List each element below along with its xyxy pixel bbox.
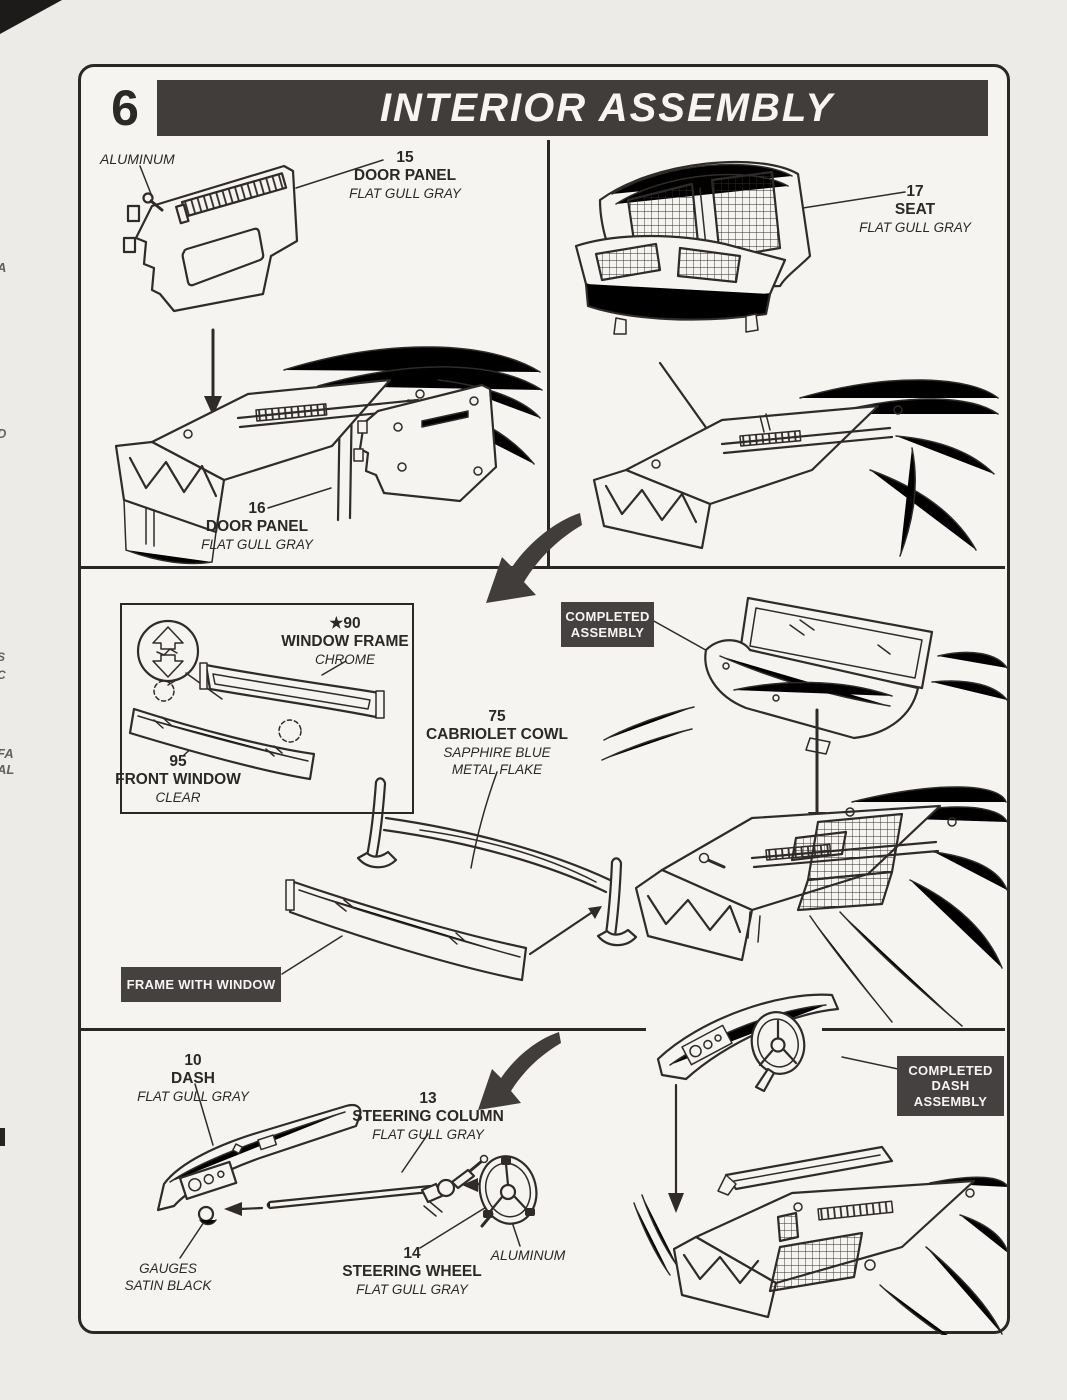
part-finish: FLAT GULL GRAY bbox=[349, 186, 461, 201]
divider-horizontal-2b bbox=[822, 1028, 1005, 1031]
part-name: DOOR PANEL bbox=[353, 167, 457, 184]
part-number: ★90 bbox=[329, 615, 361, 632]
part-finish: SAPPHIRE BLUE bbox=[443, 745, 551, 760]
frame-with-window-badge: FRAME WITH WINDOW bbox=[121, 967, 281, 1002]
left-arrow bbox=[224, 1202, 264, 1216]
seat-diagram bbox=[574, 160, 999, 557]
seat-drawing bbox=[574, 160, 812, 335]
door-panel-16-drawing bbox=[353, 383, 498, 503]
door-panels-diagram bbox=[114, 159, 543, 565]
divider-vertical bbox=[547, 140, 550, 568]
gauges-label: GAUGES SATIN BLACK bbox=[98, 1260, 238, 1294]
divider-horizontal-1 bbox=[81, 566, 1005, 569]
front-window-drawing bbox=[128, 707, 316, 781]
dash-with-wheel-drawing bbox=[656, 993, 840, 1093]
dash-assembly-diagram bbox=[156, 1083, 538, 1259]
door-panel-15-drawing bbox=[122, 164, 299, 313]
window-frame-diagram bbox=[128, 619, 385, 781]
part-number: 10 bbox=[184, 1052, 202, 1069]
part-finish: FLAT GULL GRAY bbox=[201, 537, 313, 552]
cowl-frame-drawing bbox=[356, 777, 638, 947]
step-title: INTERIOR ASSEMBLY bbox=[379, 85, 835, 130]
badge-line: ASSEMBLY bbox=[913, 1093, 988, 1109]
cement-spot bbox=[278, 719, 302, 743]
frame-window-assembly-diagram bbox=[281, 771, 638, 982]
divider-horizontal-2a bbox=[81, 1028, 646, 1031]
completed-assembly-badge: COMPLETED ASSEMBLY bbox=[561, 602, 654, 647]
part-label-14: 14 STEERING WHEEL FLAT GULL GRAY bbox=[322, 1245, 502, 1298]
gauge-knob bbox=[197, 1205, 215, 1223]
completed-dash-diagram bbox=[633, 993, 1009, 1335]
front-window-drawing bbox=[285, 879, 528, 982]
part-name: STEERING WHEEL bbox=[342, 1263, 482, 1280]
part-finish: FLAT GULL GRAY bbox=[137, 1089, 249, 1104]
part-number: 13 bbox=[419, 1090, 437, 1107]
part-label-10: 10 DASH FLAT GULL GRAY bbox=[113, 1052, 273, 1105]
part-number: 16 bbox=[248, 500, 266, 517]
part-label-17: 17 SEAT FLAT GULL GRAY bbox=[835, 183, 995, 236]
part-label-15: 15 DOOR PANEL FLAT GULL GRAY bbox=[325, 149, 485, 202]
part-label-13: 13 STEERING COLUMN FLAT GULL GRAY bbox=[338, 1090, 518, 1143]
part-finish: FLAT GULL GRAY bbox=[356, 1282, 468, 1297]
part-name: CABRIOLET COWL bbox=[425, 726, 569, 743]
scan-corner-mark bbox=[0, 0, 62, 34]
badge-line: ASSEMBLY bbox=[570, 624, 645, 640]
badge-line: COMPLETED bbox=[908, 1062, 993, 1078]
press-fit-icon bbox=[136, 619, 200, 683]
interior-tub-drawing bbox=[633, 1145, 1009, 1335]
interior-tub-drawing bbox=[592, 379, 999, 557]
scan-edge-fragment: C bbox=[0, 668, 6, 682]
gauges-line2: SATIN BLACK bbox=[124, 1278, 212, 1293]
cabriolet-cowl-drawing bbox=[704, 596, 934, 755]
part-label-95: 95 FRONT WINDOW CLEAR bbox=[108, 753, 248, 806]
flow-arrow-1 bbox=[486, 513, 582, 603]
window-frame-drawing bbox=[199, 662, 385, 719]
scan-edge-fragment: AL bbox=[0, 762, 15, 777]
interior-tub-with-seat-drawing bbox=[634, 786, 1008, 1027]
steering-wheel-drawing bbox=[478, 1155, 538, 1228]
insert-arrow bbox=[528, 906, 602, 956]
steering-column-drawing bbox=[266, 1154, 489, 1217]
part-name: SEAT bbox=[894, 201, 936, 218]
part-finish-2: METAL FLAKE bbox=[451, 762, 543, 777]
step-title-bar: INTERIOR ASSEMBLY bbox=[156, 80, 988, 136]
part-name: DOOR PANEL bbox=[205, 518, 309, 535]
completed-dash-badge: COMPLETED DASH ASSEMBLY bbox=[897, 1056, 1004, 1116]
scan-edge-fragment: A bbox=[0, 260, 6, 275]
part-name: DASH bbox=[171, 1070, 215, 1087]
part-name: STEERING COLUMN bbox=[352, 1108, 504, 1125]
down-arrow bbox=[204, 328, 222, 416]
part-finish: CLEAR bbox=[155, 790, 201, 805]
part-name: FRONT WINDOW bbox=[115, 771, 241, 788]
step-number: 6 bbox=[93, 77, 157, 138]
aluminum-note-2: ALUMINUM bbox=[490, 1247, 566, 1263]
badge-line: COMPLETED bbox=[565, 609, 650, 624]
scan-edge-fragment: S bbox=[0, 650, 5, 664]
dash-drawing bbox=[156, 1103, 362, 1226]
part-number: 17 bbox=[906, 183, 924, 200]
part-number: 95 bbox=[169, 753, 187, 770]
flow-arrow-2 bbox=[478, 1032, 561, 1110]
part-finish: CHROME bbox=[315, 652, 375, 667]
scan-edge-mark bbox=[0, 1128, 5, 1146]
scan-edge-fragment: D bbox=[0, 426, 6, 441]
completed-assembly-diagram bbox=[601, 596, 1008, 1027]
gauges-line1: GAUGES bbox=[139, 1261, 197, 1276]
part-name: WINDOW FRAME bbox=[281, 633, 409, 650]
part-label-90: ★90 WINDOW FRAME CHROME bbox=[260, 615, 430, 668]
aluminum-note: ALUMINUM bbox=[100, 151, 175, 167]
down-arrow bbox=[668, 1083, 684, 1213]
part-label-16: 16 DOOR PANEL FLAT GULL GRAY bbox=[177, 500, 337, 553]
scan-edge-fragment: FA bbox=[0, 746, 14, 761]
part-label-75: 75 CABRIOLET COWL SAPPHIRE BLUE METAL FL… bbox=[407, 708, 587, 778]
part-number: 15 bbox=[396, 149, 414, 166]
part-number: 75 bbox=[488, 708, 506, 725]
part-finish: FLAT GULL GRAY bbox=[372, 1127, 484, 1142]
badge-line: DASH bbox=[931, 1078, 970, 1094]
cement-spot bbox=[153, 680, 175, 702]
part-finish: FLAT GULL GRAY bbox=[859, 220, 971, 235]
part-number: 14 bbox=[403, 1245, 421, 1262]
